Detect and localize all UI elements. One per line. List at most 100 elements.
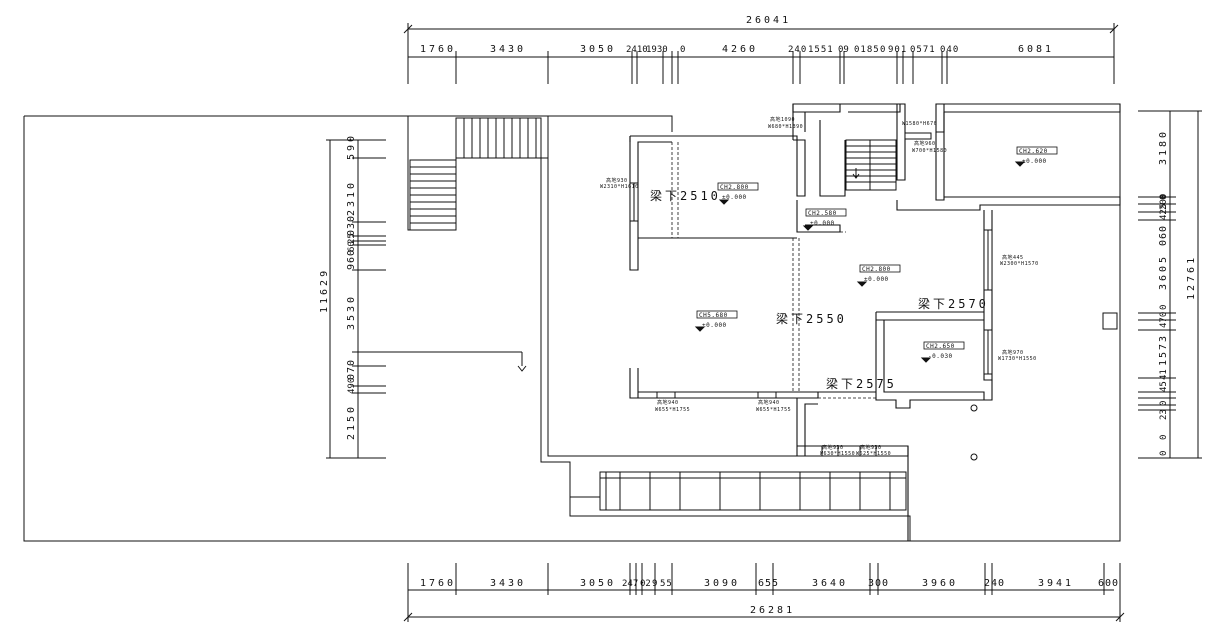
svg-text:1930: 1930 (646, 45, 668, 55)
bottom-dimension-labels: 1760 3430 3050 247 02 9 55 3090 655 3640… (420, 578, 1119, 589)
svg-text:±0.000: ±0.000 (1022, 158, 1047, 165)
svg-text:3941: 3941 (1038, 578, 1074, 589)
column-marker (970, 453, 978, 461)
svg-text:070: 070 (346, 359, 357, 380)
svg-text:高地970: 高地970 (1002, 349, 1024, 356)
svg-text:02: 02 (640, 579, 651, 589)
window-openings (629, 132, 993, 457)
svg-text:W655*H1755: W655*H1755 (756, 407, 791, 413)
left-dimension-chain (326, 139, 527, 459)
svg-text:±0.000: ±0.000 (864, 276, 889, 283)
svg-text:200: 200 (1159, 194, 1169, 210)
top-dimension-labels: 1760 3430 3050 2410 1930 0 4260 240 1551… (420, 44, 1051, 55)
beam-lines (671, 142, 984, 399)
svg-text:W655*H1755: W655*H1755 (655, 407, 690, 413)
svg-text:CH2.800: CH2.800 (720, 184, 749, 191)
svg-text:2150: 2150 (346, 404, 357, 440)
svg-text:CH2.800: CH2.800 (862, 266, 891, 273)
svg-text:CH2.650: CH2.650 (926, 343, 955, 350)
level-markers (694, 161, 1026, 363)
svg-text:0185: 0185 (854, 45, 880, 55)
svg-text:0: 0 (1159, 302, 1169, 310)
svg-text:0: 0 (1159, 448, 1169, 456)
svg-text:41: 41 (1159, 369, 1169, 380)
svg-text:-0.030: -0.030 (928, 353, 953, 360)
svg-text:W2300*H1570: W2300*H1570 (1000, 261, 1039, 267)
svg-text:W700*H1580: W700*H1580 (912, 148, 947, 154)
svg-text:CH2.620: CH2.620 (1019, 148, 1048, 155)
stair-top (455, 117, 542, 159)
svg-text:高地1090: 高地1090 (770, 116, 795, 123)
svg-text:0: 0 (1159, 401, 1169, 406)
svg-text:901: 901 (888, 45, 907, 55)
svg-text:12761: 12761 (1186, 255, 1197, 300)
stair-inner (845, 139, 897, 191)
svg-text:60: 60 (347, 241, 357, 252)
svg-text:高地930: 高地930 (860, 444, 882, 451)
svg-text:W625*H1550: W625*H1550 (856, 451, 891, 457)
svg-text:高地930: 高地930 (606, 177, 628, 184)
svg-text:3605: 3605 (1158, 254, 1169, 290)
svg-text:W680*H1390: W680*H1390 (768, 124, 803, 130)
svg-text:3530: 3530 (346, 294, 357, 330)
svg-text:45: 45 (1159, 381, 1169, 392)
svg-text:425: 425 (1159, 204, 1169, 220)
svg-text:0: 0 (1159, 432, 1169, 440)
left-dimension-labels: 11629 590 2310 030 25 60 960 3530 070 49… (319, 133, 357, 440)
ceiling-tag-frames (696, 146, 1058, 350)
svg-text:3430: 3430 (490, 44, 526, 55)
svg-text:0: 0 (680, 45, 685, 55)
stair-bottom (570, 471, 907, 511)
svg-text:±0.000: ±0.000 (702, 322, 727, 329)
svg-text:470: 470 (1159, 312, 1169, 328)
svg-text:高地960: 高地960 (914, 140, 936, 147)
svg-text:高地940: 高地940 (657, 399, 679, 406)
site-boundary (23, 111, 1121, 542)
svg-text:W1580*H670: W1580*H670 (902, 121, 937, 127)
svg-text:09: 09 (838, 45, 849, 55)
svg-text:960: 960 (346, 249, 357, 270)
bottom-dimension-chain (403, 563, 1125, 622)
svg-text:240: 240 (984, 578, 1005, 589)
svg-text:11629: 11629 (319, 268, 330, 313)
svg-text:高地445: 高地445 (1002, 254, 1024, 261)
svg-text:CH2.580: CH2.580 (808, 210, 837, 217)
svg-text:655: 655 (758, 578, 779, 589)
svg-text:0: 0 (880, 45, 885, 55)
ceiling-tags: CH2.800 ±0.000 CH2.580 ±0.000 CH2.620 ±0… (699, 148, 1048, 360)
svg-text:030: 030 (346, 215, 357, 236)
svg-text:0571: 0571 (910, 45, 936, 55)
svg-text:W1730*H1550: W1730*H1550 (998, 356, 1037, 362)
column-marker (970, 404, 978, 412)
svg-text:060: 060 (1158, 225, 1169, 246)
svg-text:25: 25 (347, 233, 357, 244)
svg-text:1760: 1760 (420, 578, 456, 589)
svg-text:高地940: 高地940 (758, 399, 780, 406)
svg-text:3180: 3180 (1158, 129, 1169, 165)
stair-left (409, 159, 457, 231)
svg-text:600: 600 (1098, 578, 1119, 589)
svg-text:490: 490 (347, 378, 357, 394)
svg-text:2410: 2410 (626, 45, 648, 55)
svg-text:1760: 1760 (420, 44, 456, 55)
svg-text:1551: 1551 (808, 45, 834, 55)
svg-text:±0.000: ±0.000 (810, 220, 835, 227)
opening-labels: 高地930 W2310*H1610 高地1090 W680*H1390 W158… (600, 116, 1039, 457)
svg-text:W2310*H1610: W2310*H1610 (600, 184, 639, 190)
svg-text:3430: 3430 (490, 578, 526, 589)
bottom-total-dimension: 26281 (750, 605, 795, 616)
beam-label: 梁下2570 (918, 296, 989, 311)
svg-text:CH5.680: CH5.680 (699, 312, 728, 319)
svg-text:3050: 3050 (580, 578, 616, 589)
building-walls (629, 103, 1121, 541)
svg-text:23: 23 (1159, 409, 1169, 420)
beam-label: 梁下2510 (650, 188, 721, 203)
top-total-dimension: 26041 (746, 15, 791, 26)
svg-text:3090: 3090 (704, 578, 740, 589)
svg-text:W630*H1550: W630*H1550 (820, 451, 855, 457)
svg-text:040: 040 (940, 45, 959, 55)
svg-text:1573: 1573 (1158, 334, 1169, 366)
beam-label: 梁下2550 (776, 311, 847, 326)
right-dimension-chain (1138, 110, 1202, 459)
svg-text:4260: 4260 (722, 44, 758, 55)
